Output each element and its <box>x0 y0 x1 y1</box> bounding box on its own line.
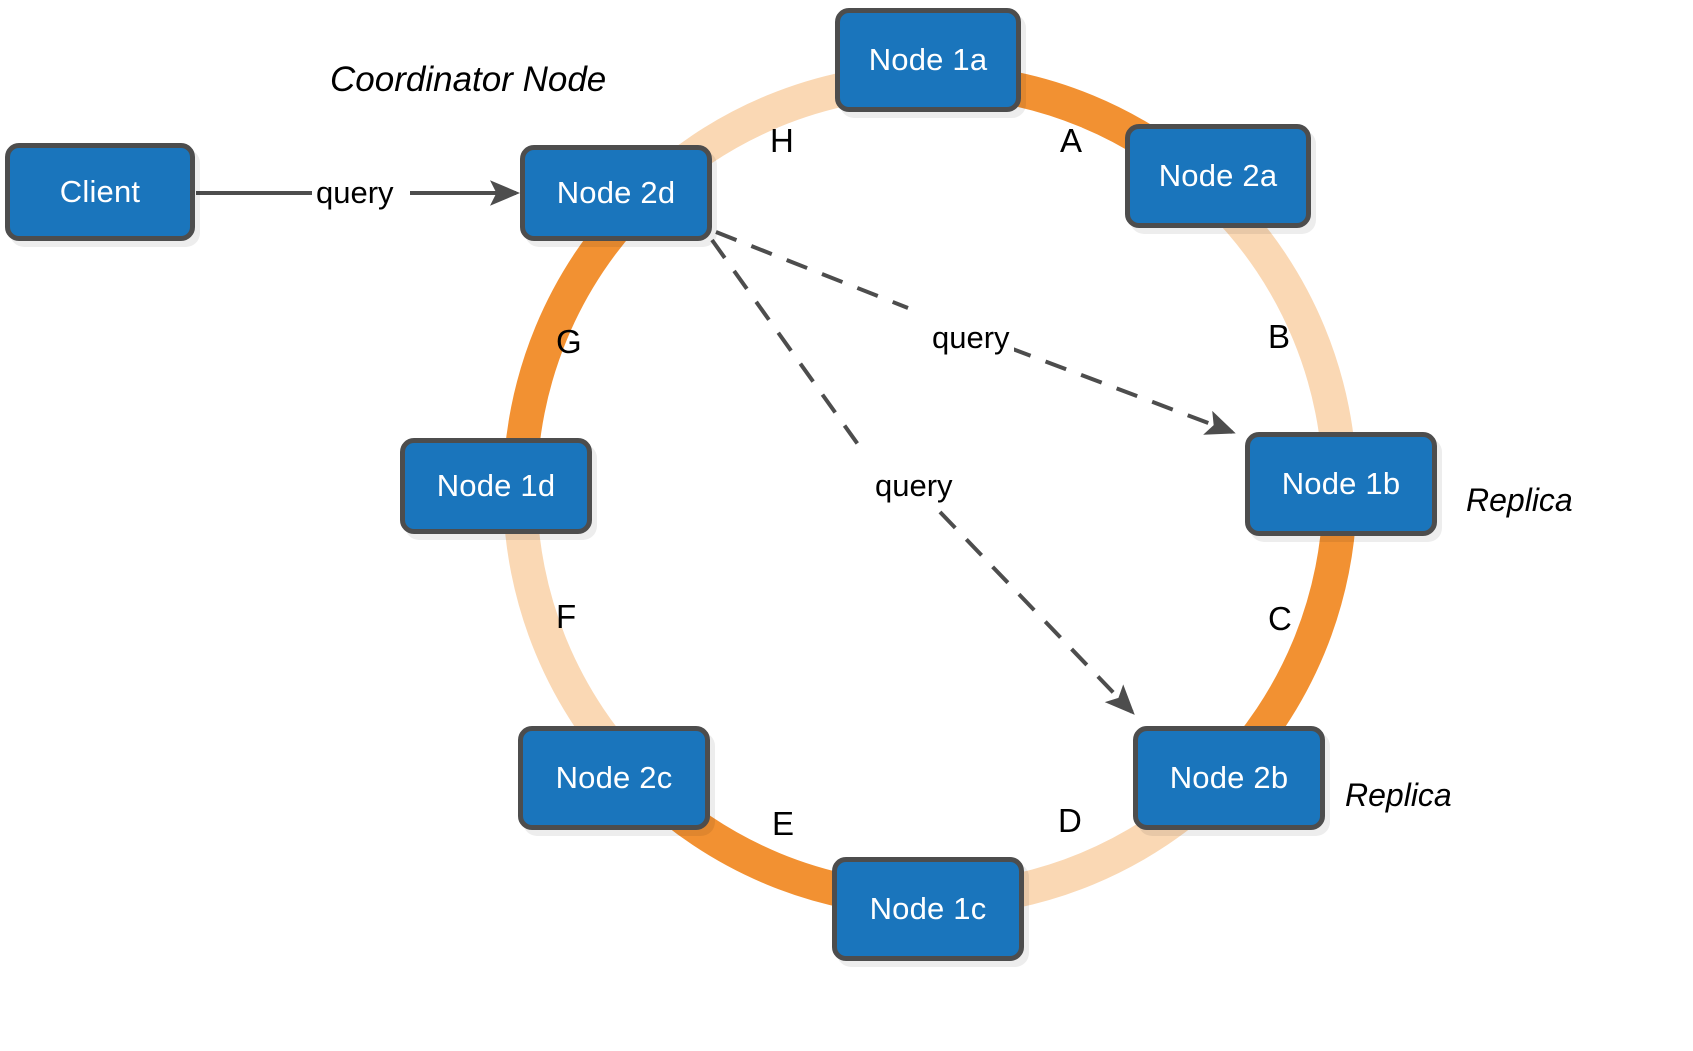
node-2b-label: Node 2b <box>1169 760 1289 795</box>
dashed-query-arrow-1b <box>715 230 1236 435</box>
node-2d-label: Node 2d <box>556 175 676 210</box>
node-2a[interactable]: Node 2a <box>1125 124 1311 228</box>
node-2a-label: Node 2a <box>1158 158 1278 193</box>
ring-arc-B <box>1207 188 1357 490</box>
node-2c-label: Node 2c <box>555 760 673 795</box>
dashed-query-arrow-2b <box>710 238 1135 715</box>
node-1b-label: Node 1b <box>1281 466 1401 501</box>
arc-label-F: F <box>556 598 577 635</box>
node-1c[interactable]: Node 1c <box>832 857 1024 961</box>
client-node-label: Client <box>59 174 141 209</box>
arc-label-E: E <box>772 805 795 842</box>
node-2c[interactable]: Node 2c <box>518 726 710 830</box>
node-1a[interactable]: Node 1a <box>835 8 1021 112</box>
arc-label-H: H <box>770 122 794 159</box>
client-node[interactable]: Client <box>5 143 195 241</box>
node-1b[interactable]: Node 1b <box>1245 432 1437 536</box>
node-2b[interactable]: Node 2b <box>1133 726 1325 830</box>
ring-arc-F <box>503 490 653 792</box>
arc-label-B: B <box>1268 318 1291 355</box>
arc-label-G: G <box>556 323 582 360</box>
ring-arc-G <box>503 188 653 490</box>
node-1a-label: Node 1a <box>868 42 988 77</box>
annotation-coordinator: Coordinator Node <box>330 60 607 99</box>
arc-label-C: C <box>1268 600 1292 637</box>
node-1d-label: Node 1d <box>436 468 556 503</box>
node-2d[interactable]: Node 2d <box>520 145 712 241</box>
query-2b-label: query <box>871 468 957 504</box>
arc-label-D: D <box>1058 802 1082 839</box>
annotation-replica-1b: Replica <box>1466 482 1573 518</box>
query-1b-label: query <box>928 320 1014 356</box>
annotation-replica-2b: Replica <box>1345 777 1452 813</box>
node-1d[interactable]: Node 1d <box>400 438 592 534</box>
query-client-label: query <box>312 175 398 211</box>
ring-arc-C <box>1207 490 1357 792</box>
node-1c-label: Node 1c <box>869 891 987 926</box>
arc-label-A: A <box>1060 122 1083 159</box>
